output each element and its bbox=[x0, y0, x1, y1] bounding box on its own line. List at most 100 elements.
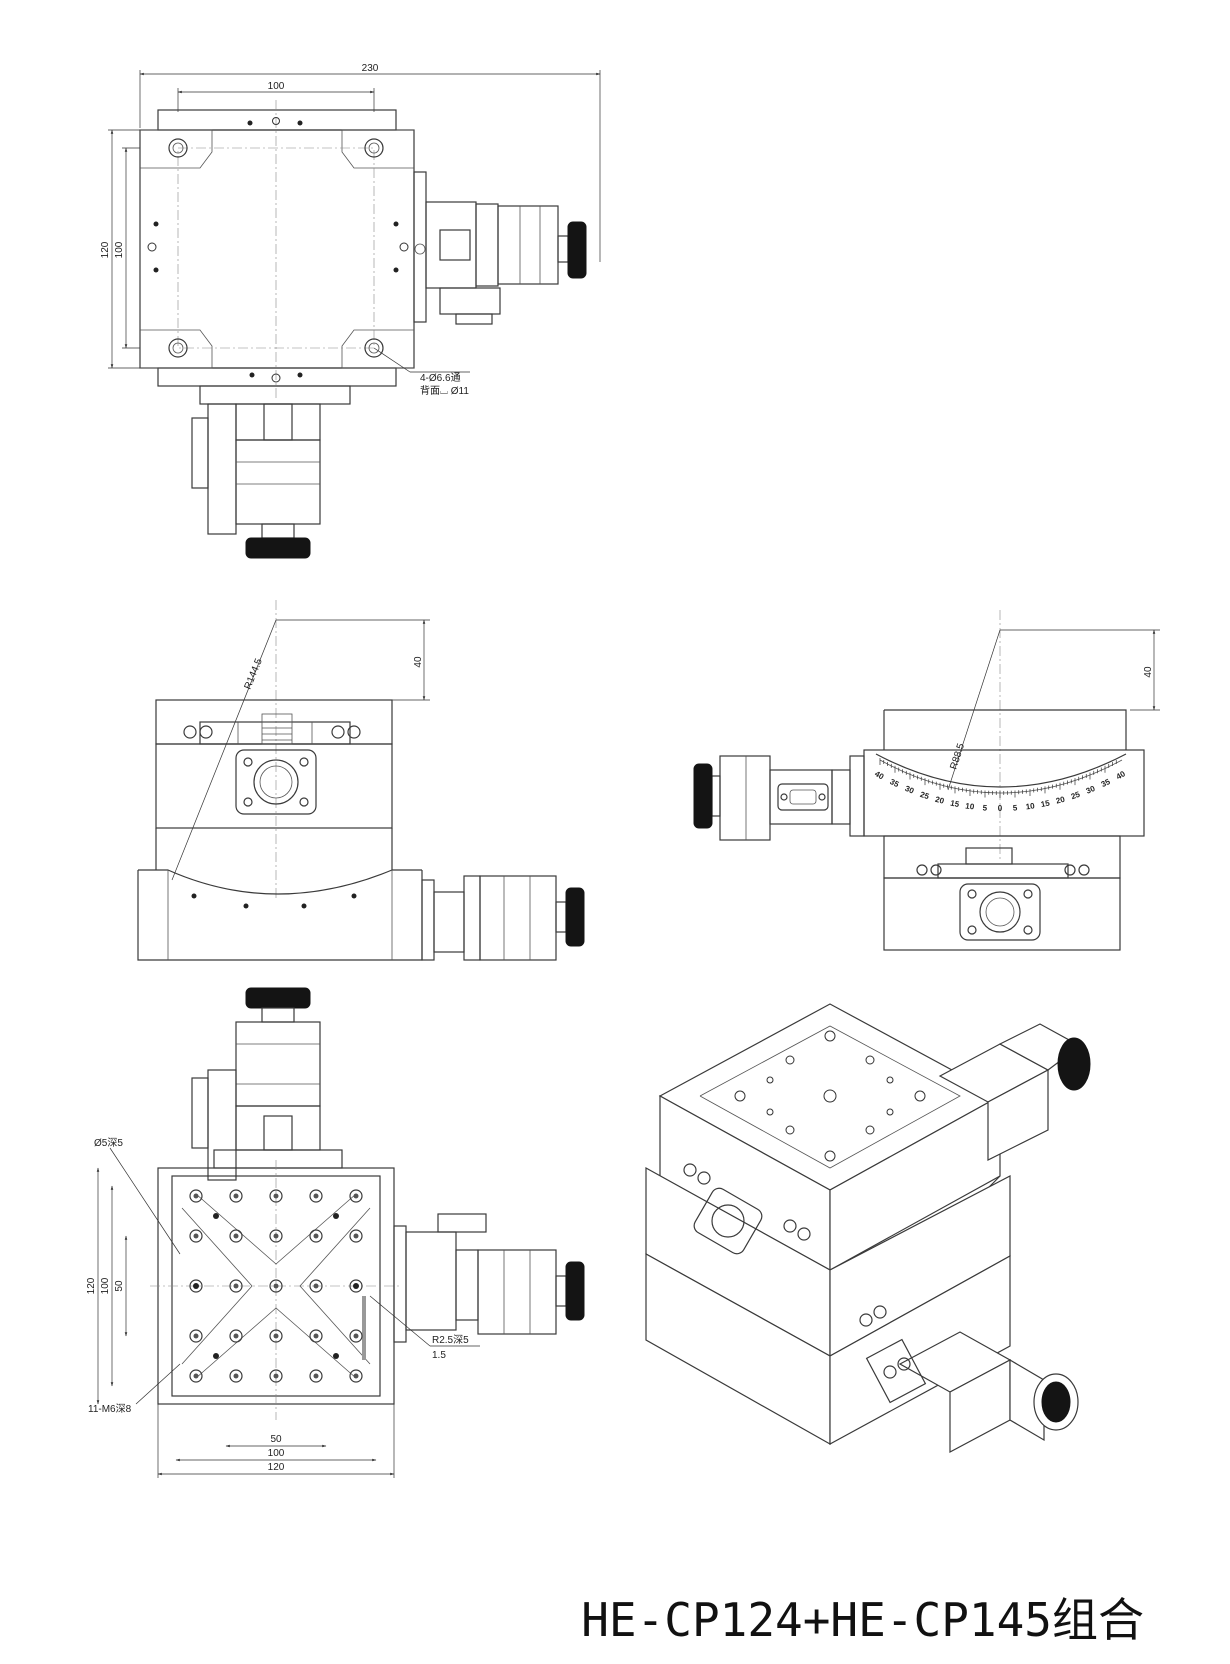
threaded-hole bbox=[189, 1369, 203, 1383]
thread-label: 11-M6深8 bbox=[88, 1403, 132, 1415]
scale-tick-label: 35 bbox=[888, 777, 900, 789]
drawing-title: HE-CP124+HE-CP145组合 bbox=[581, 1593, 1144, 1647]
hole-label-d5: Ø5深5 bbox=[94, 1137, 123, 1149]
dim-40-right-label: 40 bbox=[1143, 666, 1154, 678]
bottom-view: 120 100 50 50 100 120 Ø5深5 R2.5深5 1.5 11… bbox=[86, 987, 585, 1478]
hole-note-2: 背面⌴ Ø11 bbox=[420, 384, 469, 397]
adjust-knob-icon bbox=[245, 537, 311, 559]
dim-40-left-label: 40 bbox=[413, 656, 424, 668]
scale-tick-label: 30 bbox=[1085, 784, 1097, 796]
scale-tick-label: 5 bbox=[1013, 803, 1019, 812]
dowel-hole bbox=[333, 1353, 339, 1359]
threaded-hole-core bbox=[233, 1283, 239, 1289]
threaded-hole bbox=[309, 1329, 323, 1343]
threaded-hole-core bbox=[313, 1283, 319, 1289]
threaded-hole-core bbox=[193, 1233, 199, 1239]
dim-120-bottom-left: 120 bbox=[86, 1277, 97, 1294]
scale-tick-label: 30 bbox=[904, 784, 916, 796]
threaded-hole-core bbox=[353, 1233, 359, 1239]
threaded-hole-core bbox=[273, 1283, 279, 1289]
threaded-hole-core bbox=[193, 1373, 199, 1379]
dowel-hole bbox=[333, 1213, 339, 1219]
scale-tick-label: 35 bbox=[1100, 777, 1112, 789]
threaded-hole-core bbox=[273, 1373, 279, 1379]
radius-label-right: R88.5 bbox=[948, 742, 967, 771]
scale-tick-label: 10 bbox=[965, 801, 976, 811]
threaded-hole-core bbox=[313, 1333, 319, 1339]
threaded-hole-core bbox=[233, 1193, 239, 1199]
threaded-hole bbox=[309, 1279, 323, 1293]
threaded-hole-core bbox=[233, 1373, 239, 1379]
top-view: 230 100 120 100 bbox=[100, 63, 601, 559]
threaded-hole-core bbox=[313, 1373, 319, 1379]
side-view-left: 40 R144.5 bbox=[137, 600, 585, 961]
threaded-hole-core bbox=[193, 1193, 199, 1199]
dim-100-bottom-left: 100 bbox=[100, 1277, 111, 1294]
threaded-hole bbox=[229, 1229, 243, 1243]
scale-tick-label: 25 bbox=[919, 790, 931, 802]
threaded-hole-core bbox=[353, 1193, 359, 1199]
threaded-hole bbox=[309, 1189, 323, 1203]
hole-note-1: 4-Ø6.6通 bbox=[420, 372, 461, 384]
threaded-hole-core bbox=[353, 1333, 359, 1339]
pin-sub-label: 1.5 bbox=[432, 1350, 446, 1361]
dowel-hole bbox=[213, 1353, 219, 1359]
scale-tick-label: 5 bbox=[982, 803, 988, 812]
pin-label: R2.5深5 bbox=[432, 1334, 469, 1346]
threaded-hole bbox=[349, 1189, 363, 1203]
adjust-knob-icon bbox=[565, 887, 585, 947]
threaded-hole bbox=[309, 1229, 323, 1243]
radius-label-left: R144.5 bbox=[243, 657, 265, 691]
scale-tick-label: 0 bbox=[998, 804, 1003, 813]
threaded-hole bbox=[269, 1369, 283, 1383]
threaded-hole bbox=[269, 1279, 283, 1293]
threaded-hole bbox=[189, 1229, 203, 1243]
threaded-hole bbox=[229, 1329, 243, 1343]
bottom-hole-pattern bbox=[189, 1189, 363, 1383]
threaded-hole bbox=[349, 1279, 363, 1293]
dim-120-bottom: 120 bbox=[268, 1462, 285, 1473]
dim-100-top-label: 100 bbox=[268, 81, 285, 92]
threaded-hole-core bbox=[273, 1333, 279, 1339]
counterbore-hole bbox=[168, 138, 188, 158]
scale-tick-label: 10 bbox=[1025, 801, 1036, 811]
adjust-knob-icon bbox=[1057, 1037, 1091, 1091]
threaded-hole bbox=[269, 1329, 283, 1343]
threaded-hole-core bbox=[353, 1373, 359, 1379]
dim-100-bottom: 100 bbox=[268, 1448, 285, 1459]
threaded-hole bbox=[229, 1369, 243, 1383]
dowel-hole bbox=[213, 1213, 219, 1219]
counterbore-hole bbox=[364, 138, 384, 158]
threaded-hole-core bbox=[193, 1333, 199, 1339]
threaded-hole bbox=[189, 1189, 203, 1203]
counterbore-hole bbox=[168, 338, 188, 358]
threaded-hole bbox=[229, 1189, 243, 1203]
dowel-hole bbox=[193, 1283, 199, 1289]
threaded-hole bbox=[229, 1279, 243, 1293]
dim-100-left-label: 100 bbox=[114, 241, 125, 258]
dim-50-bottom: 50 bbox=[270, 1434, 282, 1445]
threaded-hole bbox=[189, 1329, 203, 1343]
adjust-knob-icon bbox=[693, 763, 713, 829]
threaded-hole-core bbox=[313, 1193, 319, 1199]
threaded-hole bbox=[189, 1279, 203, 1293]
scale-tick-label: 20 bbox=[934, 795, 945, 806]
isometric-view bbox=[645, 1003, 1091, 1453]
dowel-hole bbox=[353, 1283, 359, 1289]
scale-tick-label: 25 bbox=[1070, 790, 1082, 802]
threaded-hole bbox=[269, 1189, 283, 1203]
adjust-knob-icon bbox=[245, 987, 311, 1009]
counterbore-hole bbox=[364, 338, 384, 358]
scale-tick-label: 15 bbox=[949, 799, 960, 810]
scale-tick-label: 20 bbox=[1055, 795, 1066, 806]
dim-120-left-label: 120 bbox=[100, 241, 111, 258]
threaded-hole bbox=[349, 1369, 363, 1383]
threaded-hole bbox=[349, 1229, 363, 1243]
scale-tick-label: 40 bbox=[1115, 769, 1128, 782]
threaded-hole-core bbox=[233, 1233, 239, 1239]
adjust-knob-icon bbox=[565, 1261, 585, 1321]
dim-50-bottom-left: 50 bbox=[114, 1280, 125, 1292]
